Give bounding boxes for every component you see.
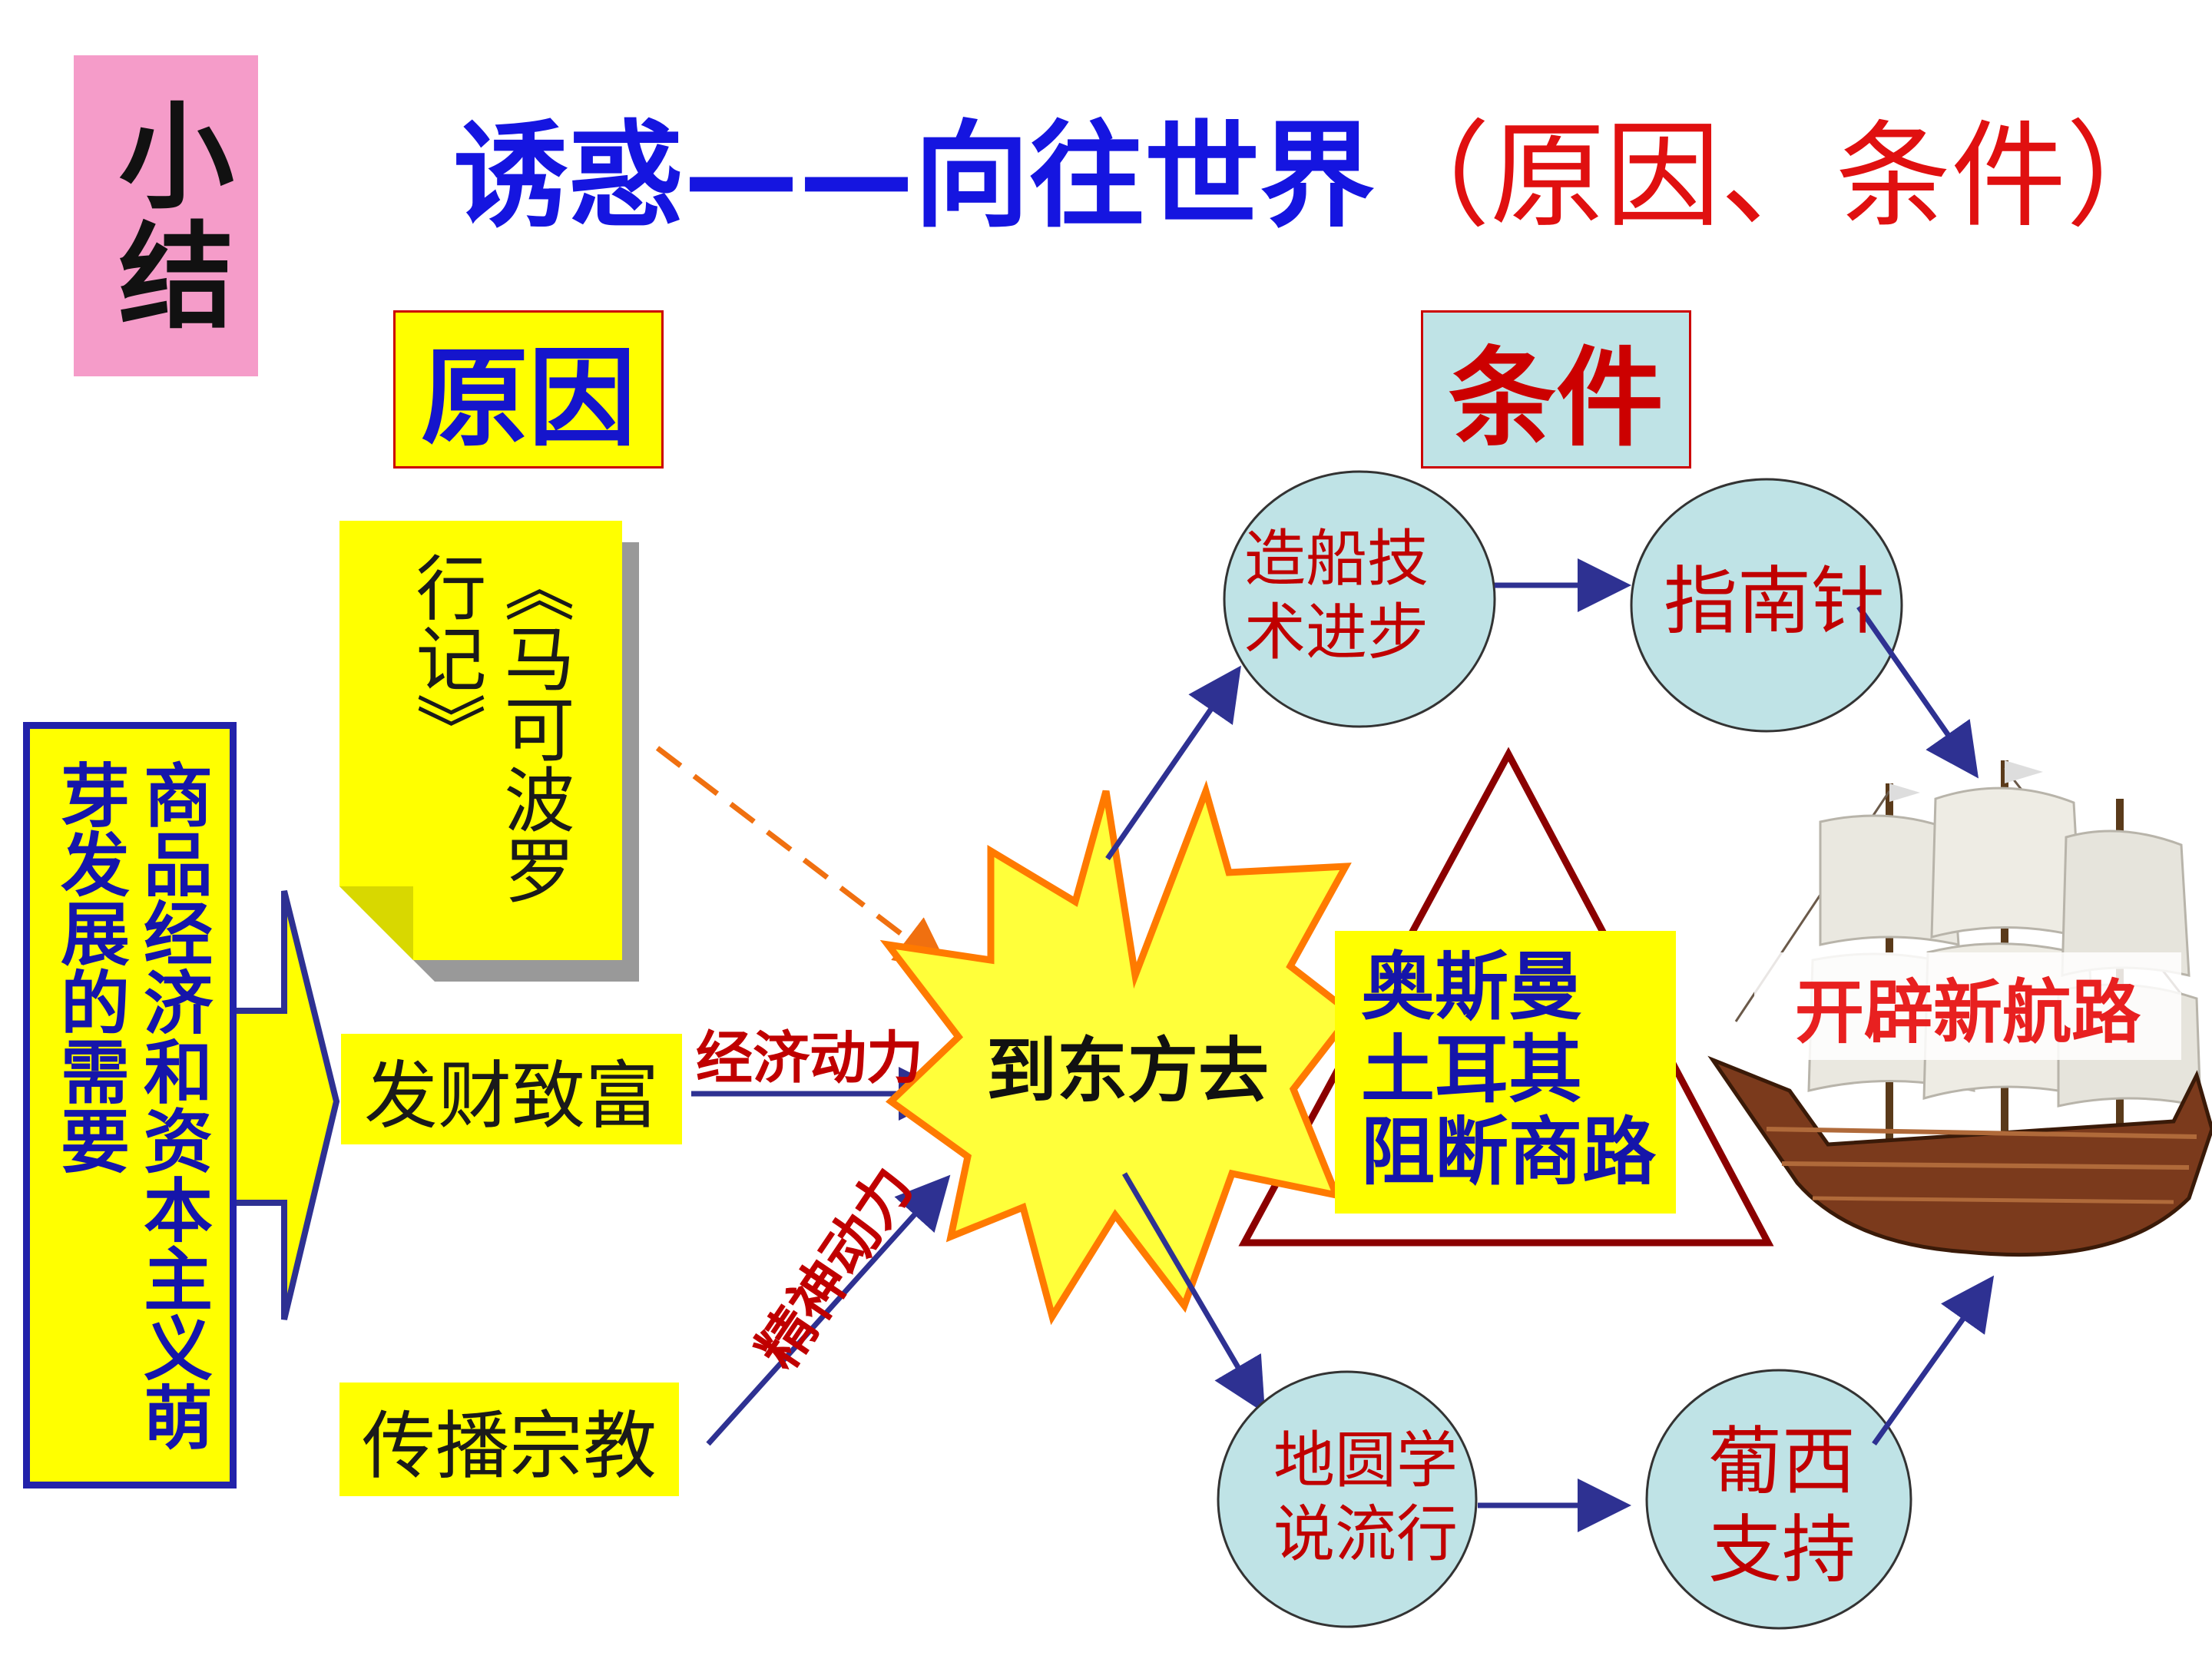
book-to-center-arrow <box>655 746 951 972</box>
new-route-label: 开辟新航路 <box>1754 952 2181 1060</box>
sphere-line-1: 地圆学 <box>1273 1425 1458 1496</box>
condition-header: 条件 <box>1421 310 1691 469</box>
summary-label: 小结 <box>99 96 233 336</box>
summary-label-box: 小结 <box>74 55 258 376</box>
compass-to-ship-arrow <box>1856 604 1979 779</box>
compass-label: 指南针 <box>1664 558 1885 644</box>
center-label: 到东方去 <box>985 1030 1269 1112</box>
title-sub: （原因、条件） <box>1375 110 2182 243</box>
book-title: 《马可波罗行记》 <box>404 551 575 905</box>
portugal-node <box>1645 1369 1912 1630</box>
book-note-shape <box>339 521 639 982</box>
ottoman-line-1: 奥斯曼 <box>1361 944 1582 1030</box>
shipbuilding-node <box>1223 470 1496 728</box>
shipbuilding-label: 造船技 术进步 <box>1183 522 1490 670</box>
cause-header: 原因 <box>393 310 664 469</box>
religion-box: 传播宗教 <box>339 1382 679 1496</box>
ottoman-line-3: 阻断商路 <box>1361 1109 1656 1196</box>
religion-to-center-arrow <box>706 1174 951 1446</box>
economy-box: 商品经济和资本主义萌芽发展的需要 <box>23 722 237 1488</box>
ottoman-line-2: 土耳其 <box>1361 1026 1582 1113</box>
title-main: 诱惑——向往世界 <box>453 110 1376 243</box>
economy-to-wealth-arrow <box>235 890 340 1320</box>
portugal-label: 葡西 支持 <box>1651 1418 1912 1594</box>
portugal-line-2: 支持 <box>1708 1507 1856 1594</box>
book-text-wrap: 《马可波罗行记》 <box>355 551 624 966</box>
sphere-label: 地圆学 说流行 <box>1227 1424 1504 1571</box>
book-note: 《马可波罗行记》 <box>339 521 639 982</box>
page-title: 诱惑——向往世界（原因、条件） <box>453 108 2181 246</box>
center-starburst-shape <box>879 780 1357 1326</box>
shipbuilding-line-1: 造船技 <box>1244 523 1429 594</box>
center-to-sphere-arrow <box>1121 1172 1266 1414</box>
compass-node <box>1630 478 1903 733</box>
sphere-line-2: 说流行 <box>1273 1498 1458 1570</box>
center-to-shipbuilding-arrow <box>1105 665 1241 860</box>
portugal-line-1: 葡西 <box>1708 1419 1856 1505</box>
ottoman-box: 奥斯曼 土耳其 阻断商路 <box>1335 931 1676 1214</box>
shipbuilding-line-2: 术进步 <box>1244 597 1429 668</box>
sphere-node <box>1217 1370 1478 1628</box>
portugal-to-ship-arrow <box>1872 1275 1995 1446</box>
wealth-box: 发财致富 <box>341 1034 682 1144</box>
economy-text: 商品经济和资本主义萌芽发展的需要 <box>48 760 212 1451</box>
economic-motive-label: 经济动力 <box>696 1025 923 1091</box>
